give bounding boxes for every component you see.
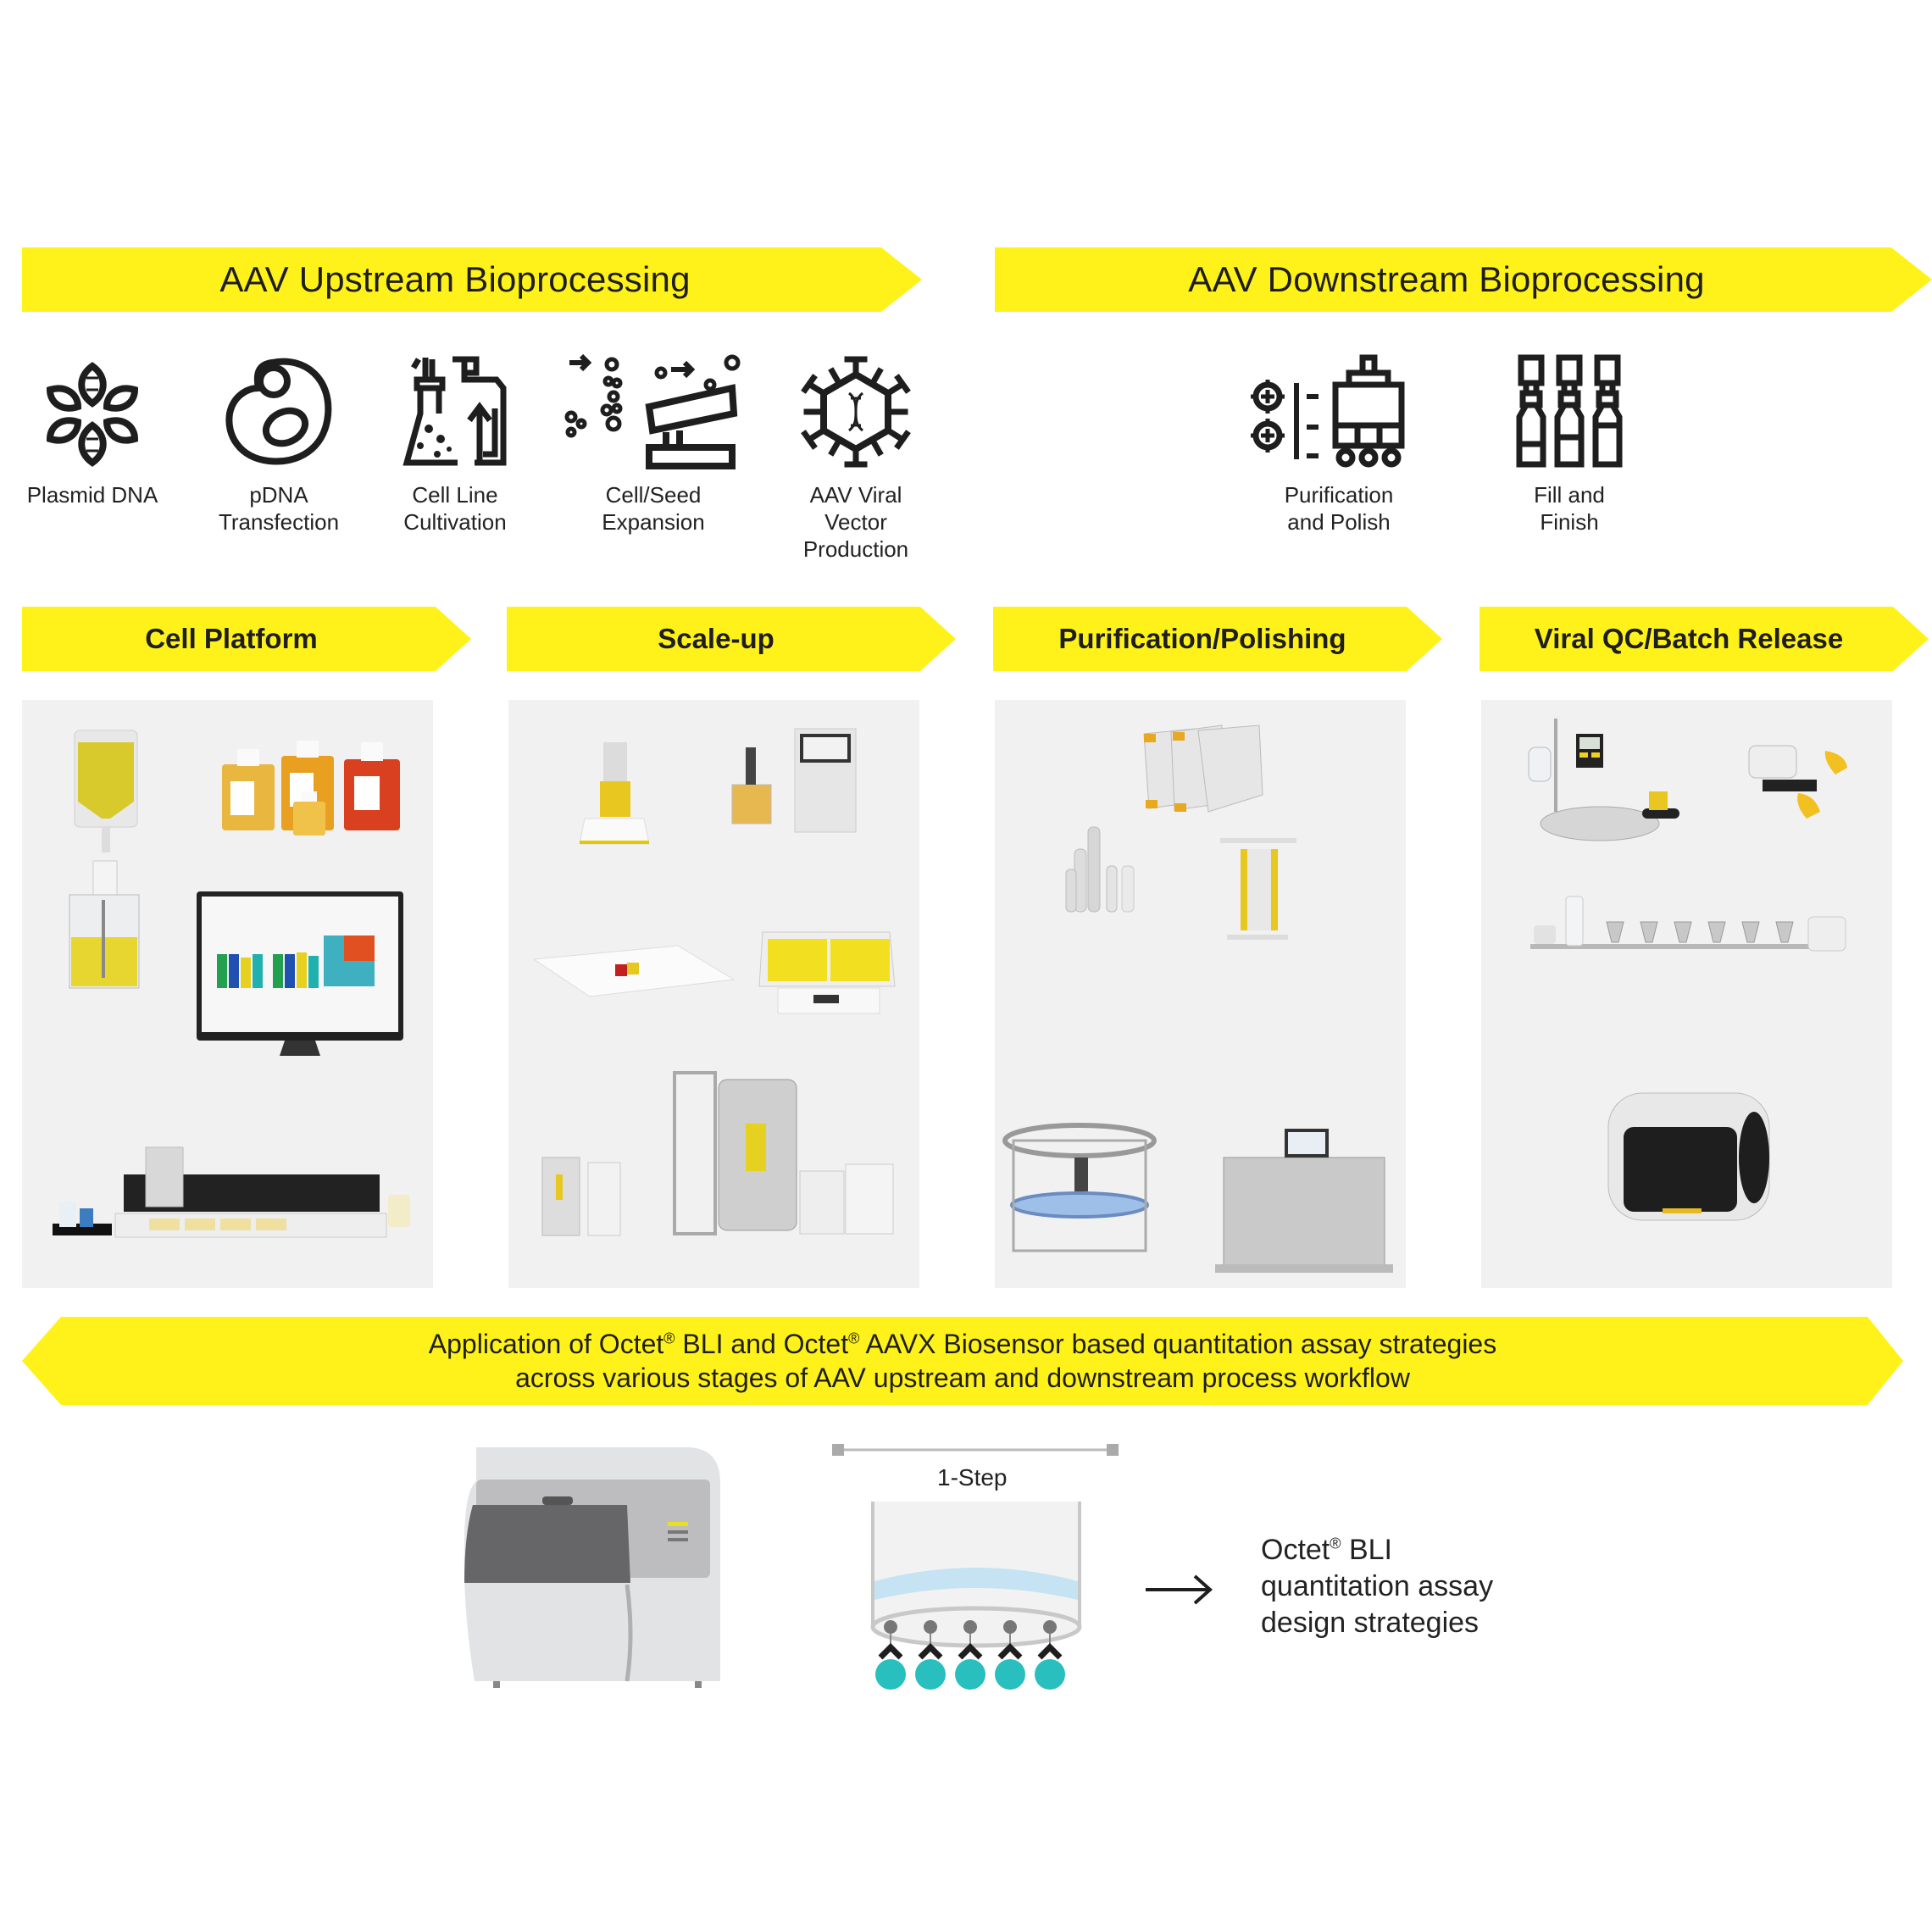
- step-label: Plasmid DNA: [26, 482, 158, 508]
- step-label: Cell Line Cultivation: [403, 482, 507, 535]
- registered-mark: ®: [663, 1330, 675, 1347]
- result-line-2: quantitation assay: [1261, 1570, 1494, 1602]
- application-banner: Application of Octet® BLI and Octet® AAV…: [22, 1317, 1903, 1405]
- timeline-start-marker: [832, 1444, 844, 1456]
- timeline-end-marker: [1107, 1444, 1119, 1456]
- purification-column-icon: [1251, 354, 1405, 468]
- downstream-banner: AAV Downstream Bioprocessing: [995, 247, 1932, 312]
- stage-banner-purification: Purification/Polishing: [993, 607, 1442, 671]
- biosensor-array: [875, 1620, 1065, 1690]
- stage-banner-viral-qc: Viral QC/Batch Release: [1480, 607, 1929, 671]
- viral-qc-products-panel: [1481, 700, 1892, 1288]
- plasmid-dna-icon: [46, 362, 139, 467]
- stage-title: Purification/Polishing: [1058, 623, 1346, 654]
- step-label: Fill and Finish: [1534, 482, 1605, 535]
- stage-title: Scale-up: [658, 623, 774, 654]
- scale-up-products-panel: [508, 700, 919, 1288]
- step-plasmid-dna: Plasmid DNA: [20, 359, 164, 508]
- cell-transfection-icon: [225, 358, 332, 465]
- one-step-assay-diagram: [832, 1444, 1119, 1690]
- right-arrow-icon: [1146, 1574, 1213, 1605]
- vials-fill-icon: [1516, 354, 1623, 468]
- application-line-2: across various stages of AAV upstream an…: [515, 1363, 1410, 1393]
- step-cell-line-cultivation: Cell Line Cultivation: [391, 354, 519, 536]
- stage-banner-scale-up: Scale-up: [507, 607, 956, 671]
- stage-title: Viral QC/Batch Release: [1534, 623, 1844, 654]
- virus-vector-icon: [801, 356, 911, 468]
- step-label: AAV Viral Vector Production: [802, 482, 909, 562]
- purification-products-image: [1002, 724, 1393, 1273]
- result-text: BLI: [1341, 1534, 1392, 1566]
- viral-qc-products-image: [1528, 719, 1847, 1221]
- result-line-1: Octet® BLI: [1261, 1532, 1493, 1568]
- step-purification-polish: Purification and Polish: [1237, 354, 1441, 536]
- stage-title: Cell Platform: [145, 623, 318, 654]
- purification-products-panel: [995, 700, 1406, 1288]
- flask-cultivation-icon: [402, 356, 507, 466]
- application-line-1: Application of Octet® BLI and Octet® AAV…: [429, 1327, 1496, 1361]
- cell-expansion-icon: [564, 354, 741, 469]
- result-line-3: design strategies: [1261, 1607, 1480, 1639]
- application-text: BLI and Octet: [675, 1329, 849, 1359]
- result-text: Octet: [1261, 1534, 1330, 1566]
- registered-mark: ®: [1330, 1535, 1341, 1552]
- cell-platform-products-image: [53, 730, 410, 1238]
- stage-banner-cell-platform: Cell Platform: [22, 607, 471, 671]
- step-aav-viral-vector: AAV Viral Vector Production: [788, 354, 924, 563]
- application-text: Application of Octet: [428, 1329, 664, 1359]
- assay-result-text: Octet® BLI quantitation assay design str…: [1261, 1532, 1493, 1641]
- step-label: Purification and Polish: [1284, 482, 1394, 535]
- scale-up-products-image: [532, 728, 896, 1236]
- step-label: Cell/Seed Expansion: [602, 482, 705, 535]
- upstream-banner: AAV Upstream Bioprocessing: [22, 247, 922, 312]
- one-step-label: 1-Step: [937, 1464, 1008, 1491]
- step-label: pDNA Transfection: [218, 482, 340, 535]
- octet-instrument-illustration: [464, 1447, 720, 1688]
- step-cell-seed-expansion: Cell/Seed Expansion: [563, 354, 744, 536]
- registered-mark: ®: [848, 1330, 860, 1347]
- cell-platform-products-panel: [22, 700, 433, 1288]
- step-pdna-transfection: pDNA Transfection: [207, 354, 351, 536]
- application-text: AAVX Biosensor based quantitation assay …: [859, 1329, 1497, 1359]
- upstream-title: AAV Upstream Bioprocessing: [219, 259, 691, 299]
- step-fill-finish: Fill and Finish: [1502, 354, 1637, 536]
- downstream-title: AAV Downstream Bioprocessing: [1188, 259, 1705, 299]
